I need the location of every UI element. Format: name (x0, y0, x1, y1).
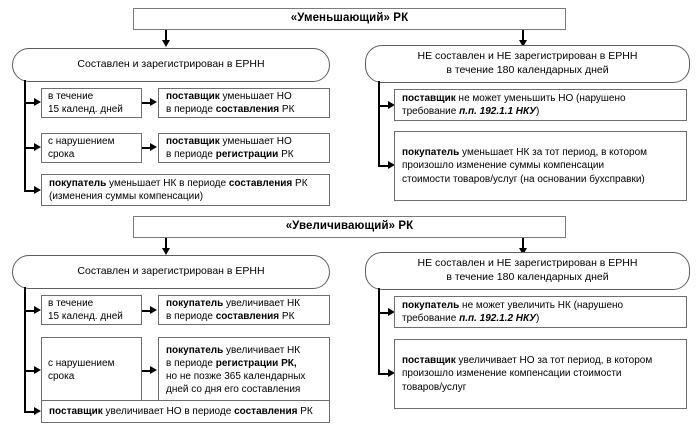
top-right-result-2: покупатель уменьшает НК за тот период, в… (394, 131, 687, 201)
top-left-branch2-line (24, 147, 36, 149)
bottom-right-branch2-arrow (388, 368, 395, 377)
top-right-capsule: НЕ составлен и НЕ зарегистрирован в ЕРНН… (365, 45, 690, 83)
top-right-trunk-line (378, 81, 380, 167)
top-left-condition-2: с нарушением срока (41, 133, 142, 163)
top-right-branch1-arrow (388, 100, 395, 109)
bottom-right-result-2-label: поставщик увеличивает НО за тот период, … (402, 355, 653, 393)
bottom-header-to-right-capsule-line (522, 238, 524, 249)
top-right-capsule-label: НЕ составлен и НЕ зарегистрирован в ЕРНН… (417, 50, 638, 76)
top-left-branch2-arrow (34, 142, 41, 151)
top-left-result2-arrow (150, 142, 157, 151)
bottom-header-to-left-capsule-arrow (161, 248, 170, 255)
bottom-right-capsule-label: НЕ составлен и НЕ зарегистрирован в ЕРНН… (417, 257, 638, 283)
bottom-header-to-left-capsule-line (165, 238, 167, 249)
bottom-left-capsule: Составлен и зарегистрирован в ЕРНН (12, 255, 330, 289)
top-left-result-3-label: покупатель уменьшает НК в периоде состав… (49, 177, 308, 202)
bottom-right-branch2-line (378, 373, 390, 375)
top-header-to-right-capsule-arrow (518, 40, 527, 47)
bottom-right-branch1-arrow (388, 307, 395, 316)
top-left-condition-2-label: с нарушением срока (48, 135, 115, 160)
bottom-header-box: «Увеличивающий» РК (133, 216, 566, 238)
top-right-result-1: поставщик не может уменьшить НО (нарушен… (394, 89, 687, 121)
bottom-right-result-1-label: покупатель не может увеличить НК (наруше… (402, 299, 624, 324)
bottom-header-to-right-capsule-arrow (518, 248, 527, 255)
bottom-left-condition-1-label: в течение 15 календ. дней (48, 297, 123, 322)
bottom-left-condition-1: в течение 15 календ. дней (41, 295, 142, 325)
top-right-result-1-label: поставщик не может уменьшить НО (нарушен… (402, 92, 626, 117)
top-left-branch3-arrow (34, 185, 41, 194)
bottom-left-branch2-arrow (34, 365, 41, 374)
top-left-branch3-line (24, 190, 36, 192)
top-left-capsule: Составлен и зарегистрирован в ЕРНН (12, 48, 330, 82)
bottom-right-trunk-line (378, 288, 380, 375)
top-left-branch1-arrow (34, 97, 41, 106)
top-header-box: «Уменьшающий» РК (133, 8, 566, 30)
top-right-branch2-arrow (388, 160, 395, 169)
bottom-right-result-1: покупатель не может увеличить НК (наруше… (394, 296, 687, 328)
top-right-result-2-label: покупатель уменьшает НК за тот период, в… (402, 147, 648, 185)
top-left-result1-arrow (150, 97, 157, 106)
top-left-capsule-label: Составлен и зарегистрирован в ЕРНН (77, 58, 265, 71)
bottom-left-condition-2-label: с нарушением срока (48, 357, 115, 382)
bottom-left-result-3: поставщик увеличивает НО в периоде соста… (41, 400, 330, 423)
top-header-to-left-capsule-arrow (161, 40, 170, 47)
bottom-header-label: «Увеличивающий» РК (285, 220, 414, 233)
top-left-result1-connector (142, 102, 151, 104)
bottom-left-branch1-arrow (34, 305, 41, 314)
bottom-left-capsule-label: Составлен и зарегистрирован в ЕРНН (77, 265, 265, 278)
top-left-condition-1-label: в течение 15 календ. дней (48, 90, 123, 115)
top-header-to-right-capsule-line (522, 30, 524, 41)
bottom-right-capsule: НЕ составлен и НЕ зарегистрирован в ЕРНН… (365, 252, 690, 290)
bottom-left-result1-connector (142, 310, 151, 312)
top-left-trunk-line (24, 80, 26, 192)
top-left-result-3: покупатель уменьшает НК в периоде состав… (41, 174, 330, 206)
bottom-left-branch2-line (24, 370, 36, 372)
bottom-left-result2-connector (142, 370, 151, 372)
bottom-left-branch3-arrow (34, 406, 41, 415)
bottom-left-branch3-line (24, 411, 36, 413)
top-left-result2-connector (142, 147, 151, 149)
bottom-left-result-3-label: поставщик увеличивает НО в периоде соста… (49, 405, 313, 417)
bottom-right-branch1-line (378, 312, 390, 314)
top-right-branch1-line (378, 105, 390, 107)
top-header-label: «Уменьшающий» РК (290, 12, 409, 25)
top-right-branch2-line (378, 165, 390, 167)
bottom-left-result1-arrow (150, 305, 157, 314)
bottom-right-result-2: поставщик увеличивает НО за тот период, … (394, 339, 687, 409)
bottom-left-trunk-line (24, 287, 26, 412)
top-header-to-left-capsule-line (165, 30, 167, 41)
bottom-left-result2-arrow (150, 365, 157, 374)
top-left-branch1-line (24, 102, 36, 104)
top-left-condition-1: в течение 15 календ. дней (41, 88, 142, 118)
bottom-left-branch1-line (24, 310, 36, 312)
bottom-left-condition-2: с нарушением срока (41, 337, 142, 403)
